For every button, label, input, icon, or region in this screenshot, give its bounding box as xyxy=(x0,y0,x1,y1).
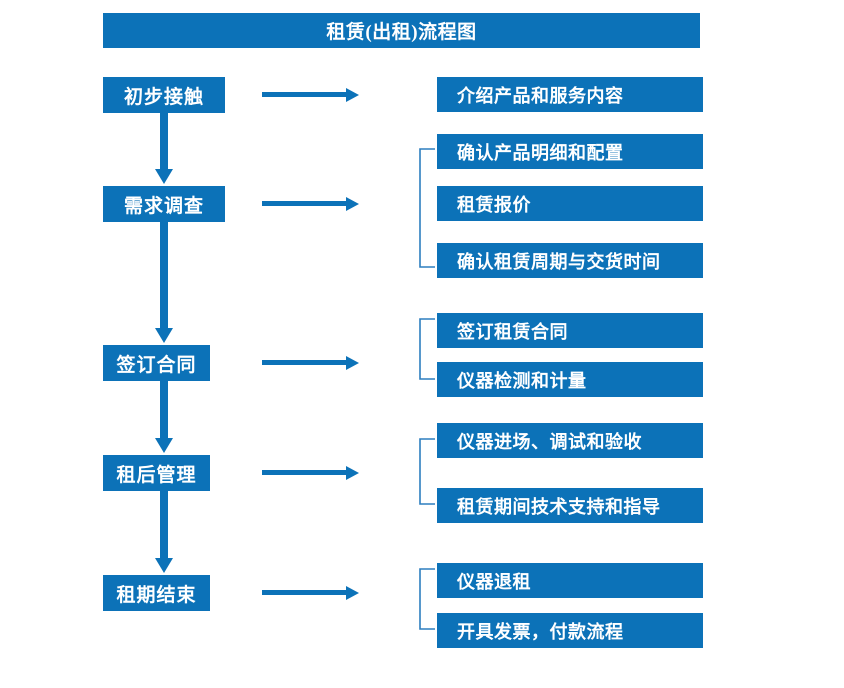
bracket-stage-4 xyxy=(419,438,437,505)
vertical-arrow-2-to-3 xyxy=(151,222,177,345)
detail-box-3[interactable]: 租赁报价 xyxy=(437,186,703,221)
detail-box-6[interactable]: 仪器检测和计量 xyxy=(437,362,703,397)
stage-box-2[interactable]: 需求调查 xyxy=(103,186,225,222)
horizontal-arrow-stage-2 xyxy=(262,196,362,212)
horizontal-arrow-stage-1 xyxy=(262,87,362,103)
detail-box-2[interactable]: 确认产品明细和配置 xyxy=(437,134,703,169)
vertical-arrow-1-to-2 xyxy=(151,113,177,186)
stage-box-4[interactable]: 租后管理 xyxy=(103,455,210,491)
stage-box-3[interactable]: 签订合同 xyxy=(103,345,210,381)
detail-box-5[interactable]: 签订租赁合同 xyxy=(437,313,703,348)
vertical-arrow-3-to-4 xyxy=(151,381,177,455)
detail-box-7[interactable]: 仪器进场、调试和验收 xyxy=(437,423,703,458)
stage-box-5[interactable]: 租期结束 xyxy=(103,575,210,611)
horizontal-arrow-stage-5 xyxy=(262,585,362,601)
detail-box-9[interactable]: 仪器退租 xyxy=(437,563,703,598)
chart-title: 租赁(出租)流程图 xyxy=(103,13,700,48)
horizontal-arrow-stage-4 xyxy=(262,465,362,481)
stage-box-1[interactable]: 初步接触 xyxy=(103,77,225,113)
vertical-arrow-4-to-5 xyxy=(151,491,177,575)
bracket-stage-2 xyxy=(419,148,437,268)
detail-box-10[interactable]: 开具发票，付款流程 xyxy=(437,613,703,648)
detail-box-8[interactable]: 租赁期间技术支持和指导 xyxy=(437,488,703,523)
detail-box-4[interactable]: 确认租赁周期与交货时间 xyxy=(437,243,703,278)
bracket-stage-5 xyxy=(419,568,437,630)
detail-box-1[interactable]: 介绍产品和服务内容 xyxy=(437,77,703,112)
horizontal-arrow-stage-3 xyxy=(262,355,362,371)
bracket-stage-3 xyxy=(419,318,437,380)
